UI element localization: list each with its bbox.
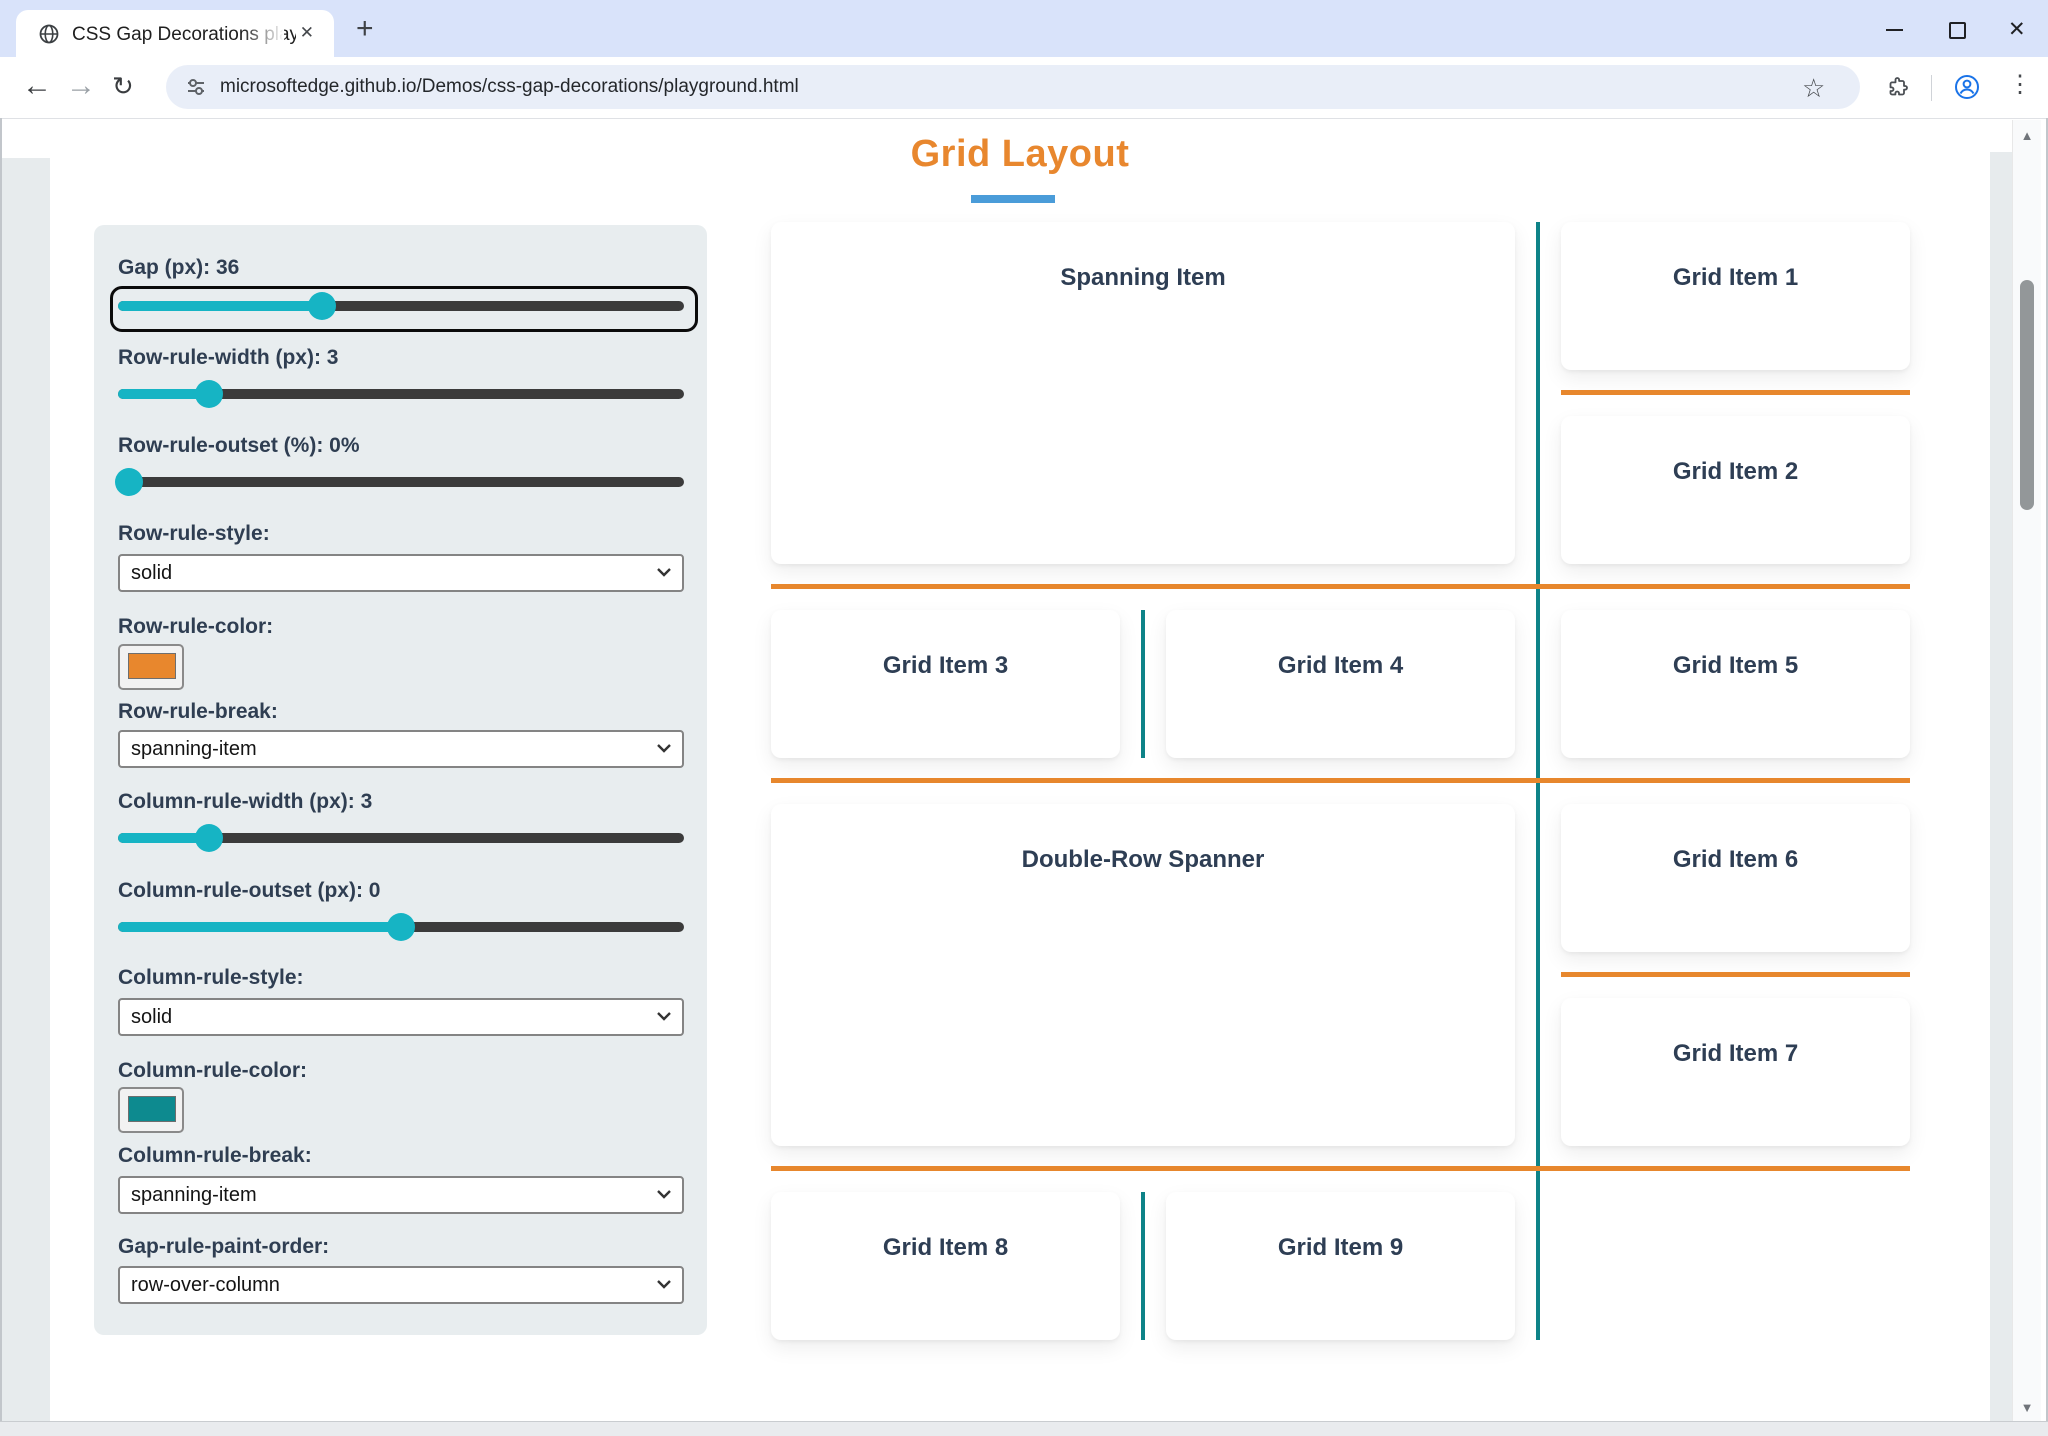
profile-icon[interactable]: [1954, 74, 1980, 100]
slider-track: [118, 301, 684, 311]
scroll-up-icon[interactable]: ▲: [2020, 128, 2034, 143]
window-right-edge: [2046, 118, 2048, 1436]
title-underline: [971, 195, 1055, 203]
grid-item-2: Grid Item 2: [1561, 416, 1910, 564]
slider-fill: [118, 824, 223, 852]
select-value: row-over-column: [131, 1274, 280, 1296]
window-left-edge: [0, 118, 2, 1436]
slider-track: [118, 477, 684, 487]
toolbar-separator: [1931, 75, 1932, 101]
grid-preview: Spanning Item Grid Item 1 Grid Item 2 Gr…: [771, 222, 1910, 1340]
scrollbar-thumb[interactable]: [2020, 280, 2034, 510]
back-button[interactable]: ←: [22, 69, 52, 102]
column-rule-outset-slider[interactable]: [118, 912, 684, 942]
bookmark-star-icon[interactable]: ☆: [1802, 73, 1826, 103]
slider-track: [118, 833, 684, 843]
grid-item-4: Grid Item 4: [1166, 610, 1515, 758]
column-rule-color-picker[interactable]: [118, 1087, 184, 1133]
column-rule-width-label: Column-rule-width (px): 3: [118, 790, 373, 813]
row-rule-width-label: Row-rule-width (px): 3: [118, 346, 339, 369]
slider-fill: [118, 292, 336, 320]
select-value: spanning-item: [131, 1184, 257, 1206]
row-rule-break-label: Row-rule-break:: [118, 700, 278, 723]
slider-thumb[interactable]: [194, 824, 223, 852]
column-rule-color-label: Column-rule-color:: [118, 1059, 307, 1082]
color-chip: [128, 1096, 176, 1122]
select-value: spanning-item: [131, 738, 257, 760]
grid-item-5: Grid Item 5: [1561, 610, 1910, 758]
page-left-margin: [2, 158, 50, 1421]
new-tab-button[interactable]: +: [356, 12, 374, 45]
url-text: microsoftedge.github.io/Demos/css-gap-de…: [220, 76, 799, 97]
page-right-margin: [1990, 152, 2012, 1421]
column-rule-style-label: Column-rule-style:: [118, 966, 304, 989]
globe-icon: [39, 24, 59, 44]
gap-rule-paint-order-label: Gap-rule-paint-order:: [118, 1235, 330, 1258]
controls-panel: Gap (px): 36 Row-rule-width (px): 3 Row-…: [94, 225, 707, 1335]
chevron-down-icon: [657, 1012, 671, 1021]
slider-thumb[interactable]: [194, 380, 223, 408]
window-minimize-button[interactable]: [1886, 29, 1903, 31]
menu-icon[interactable]: ⋮: [2008, 71, 2032, 98]
extensions-icon[interactable]: [1886, 75, 1910, 99]
page-title: Grid Layout: [910, 133, 1130, 175]
column-rule-style-select[interactable]: solid: [118, 998, 684, 1036]
row-rule-style-label: Row-rule-style:: [118, 522, 270, 545]
reload-button[interactable]: ↻: [112, 71, 134, 101]
gap-slider-label: Gap (px): 36: [118, 256, 240, 279]
tab-title-fade: [242, 18, 284, 52]
column-rule-break-label: Column-rule-break:: [118, 1144, 312, 1167]
grid-item-1: Grid Item 1: [1561, 222, 1910, 370]
gap-slider-focus-ring: [110, 286, 698, 332]
chevron-down-icon: [657, 744, 671, 753]
column-rule-width-slider[interactable]: [118, 823, 684, 853]
scroll-down-icon[interactable]: ▼: [2020, 1400, 2034, 1415]
slider-track: [118, 389, 684, 399]
browser-tab[interactable]: CSS Gap Decorations playgroun ✕: [16, 10, 334, 57]
select-value: solid: [131, 562, 173, 584]
window-bottom-edge: [0, 1421, 2048, 1436]
slider-thumb[interactable]: [387, 913, 415, 941]
row-rule-style-select[interactable]: solid: [118, 554, 684, 592]
chevron-down-icon: [657, 568, 671, 577]
slider-fill: [115, 468, 144, 496]
tab-title: CSS Gap Decorations playgroun: [72, 24, 296, 45]
grid-item-6: Grid Item 6: [1561, 804, 1910, 952]
browser-toolbar: ← → ↻ microsoftedge.github.io/Demos/css-…: [0, 57, 2048, 119]
window-maximize-button[interactable]: [1949, 22, 1966, 39]
slider-fill: [118, 913, 415, 941]
slider-thumb[interactable]: [307, 292, 336, 320]
gap-slider[interactable]: [118, 291, 684, 321]
gap-rule-paint-order-select[interactable]: row-over-column: [118, 1266, 684, 1304]
row-rule-outset-slider[interactable]: [115, 467, 684, 497]
address-bar[interactable]: microsoftedge.github.io/Demos/css-gap-de…: [166, 65, 1860, 109]
row-rule-color-picker[interactable]: [118, 644, 184, 690]
grid-item-double-row-spanner: Double-Row Spanner: [771, 804, 1515, 1146]
window-close-button[interactable]: ✕: [2008, 18, 2026, 41]
site-info-icon[interactable]: [186, 77, 206, 97]
row-rule-color-label: Row-rule-color:: [118, 615, 274, 638]
color-chip: [128, 653, 176, 679]
tab-close-icon[interactable]: ✕: [299, 23, 314, 42]
grid-item-7: Grid Item 7: [1561, 998, 1910, 1146]
slider-fill: [118, 380, 223, 408]
chevron-down-icon: [657, 1190, 671, 1199]
forward-button[interactable]: →: [66, 69, 96, 102]
column-rule-break-select[interactable]: spanning-item: [118, 1176, 684, 1214]
grid-item-9: Grid Item 9: [1166, 1192, 1515, 1340]
grid-item-3: Grid Item 3: [771, 610, 1120, 758]
slider-thumb[interactable]: [115, 468, 144, 496]
row-rule-break-select[interactable]: spanning-item: [118, 730, 684, 768]
vertical-scrollbar[interactable]: ▲ ▼: [2012, 120, 2041, 1421]
grid-item-spanning: Spanning Item: [771, 222, 1515, 564]
column-rule-outset-label: Column-rule-outset (px): 0: [118, 879, 381, 902]
row-rule-width-slider[interactable]: [118, 379, 684, 409]
row-rule-outset-label: Row-rule-outset (%): 0%: [118, 434, 360, 457]
tab-strip: CSS Gap Decorations playgroun ✕ + ✕: [0, 0, 2048, 57]
grid-item-8: Grid Item 8: [771, 1192, 1120, 1340]
select-value: solid: [131, 1006, 173, 1028]
chevron-down-icon: [657, 1280, 671, 1289]
